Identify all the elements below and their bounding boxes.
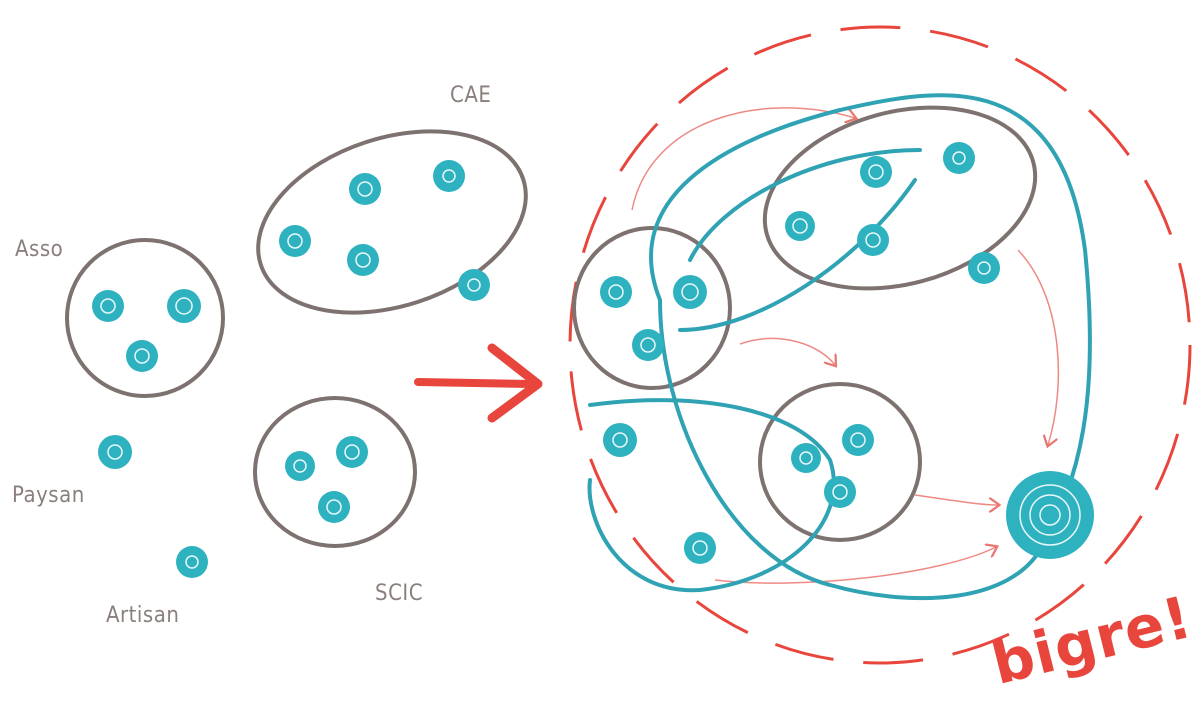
transition-arrow <box>414 343 543 423</box>
member-dot <box>860 156 892 188</box>
group-outline-top <box>762 105 1038 291</box>
member-dot <box>349 173 381 205</box>
member-dot <box>458 269 490 301</box>
member-dot <box>126 340 158 372</box>
member-dot <box>968 252 1000 284</box>
member-dot <box>673 275 707 309</box>
member-dot <box>336 436 368 468</box>
group-outline-bottom <box>758 382 922 542</box>
flow-arrows <box>631 107 1060 584</box>
member-dot <box>433 160 465 192</box>
member-dot <box>857 224 889 256</box>
member-dot <box>347 244 379 276</box>
member-dot <box>603 423 637 457</box>
member-dot <box>167 289 201 323</box>
merged-entity <box>1006 471 1094 559</box>
label-artisan: Artisan <box>106 603 179 628</box>
dot-swirls <box>100 169 481 569</box>
label-scic: SCIC <box>375 581 423 606</box>
member-dot <box>684 532 716 564</box>
cae-group-outline <box>256 129 528 315</box>
after-dot-swirls <box>608 151 1081 556</box>
label-asso: Asso <box>15 237 63 262</box>
before-section: Asso CAE Paysan Artisan SCIC <box>12 83 528 628</box>
after-members <box>600 142 1094 564</box>
member-dot <box>279 225 311 257</box>
member-dot <box>632 329 664 361</box>
member-dot <box>92 290 124 322</box>
member-dot <box>285 451 315 481</box>
asso-group-outline <box>65 238 225 398</box>
member-dot <box>600 276 632 308</box>
asso-members <box>92 289 201 372</box>
label-cae: CAE <box>450 83 491 108</box>
member-dot <box>842 424 874 456</box>
member-dot <box>791 443 821 473</box>
outer-boundary <box>568 25 1192 665</box>
member-dot <box>785 211 815 241</box>
scic-group-outline <box>253 396 417 548</box>
cae-members <box>279 160 490 301</box>
member-dot <box>824 476 856 508</box>
after-section <box>568 25 1192 665</box>
artisan-dot <box>176 546 208 578</box>
member-dot <box>943 142 975 174</box>
paysan-dot <box>98 435 132 469</box>
label-paysan: Paysan <box>12 483 85 508</box>
scic-members <box>285 436 368 523</box>
member-dot <box>318 491 350 523</box>
group-outline-left <box>572 226 732 390</box>
connection-loops <box>587 93 1092 601</box>
